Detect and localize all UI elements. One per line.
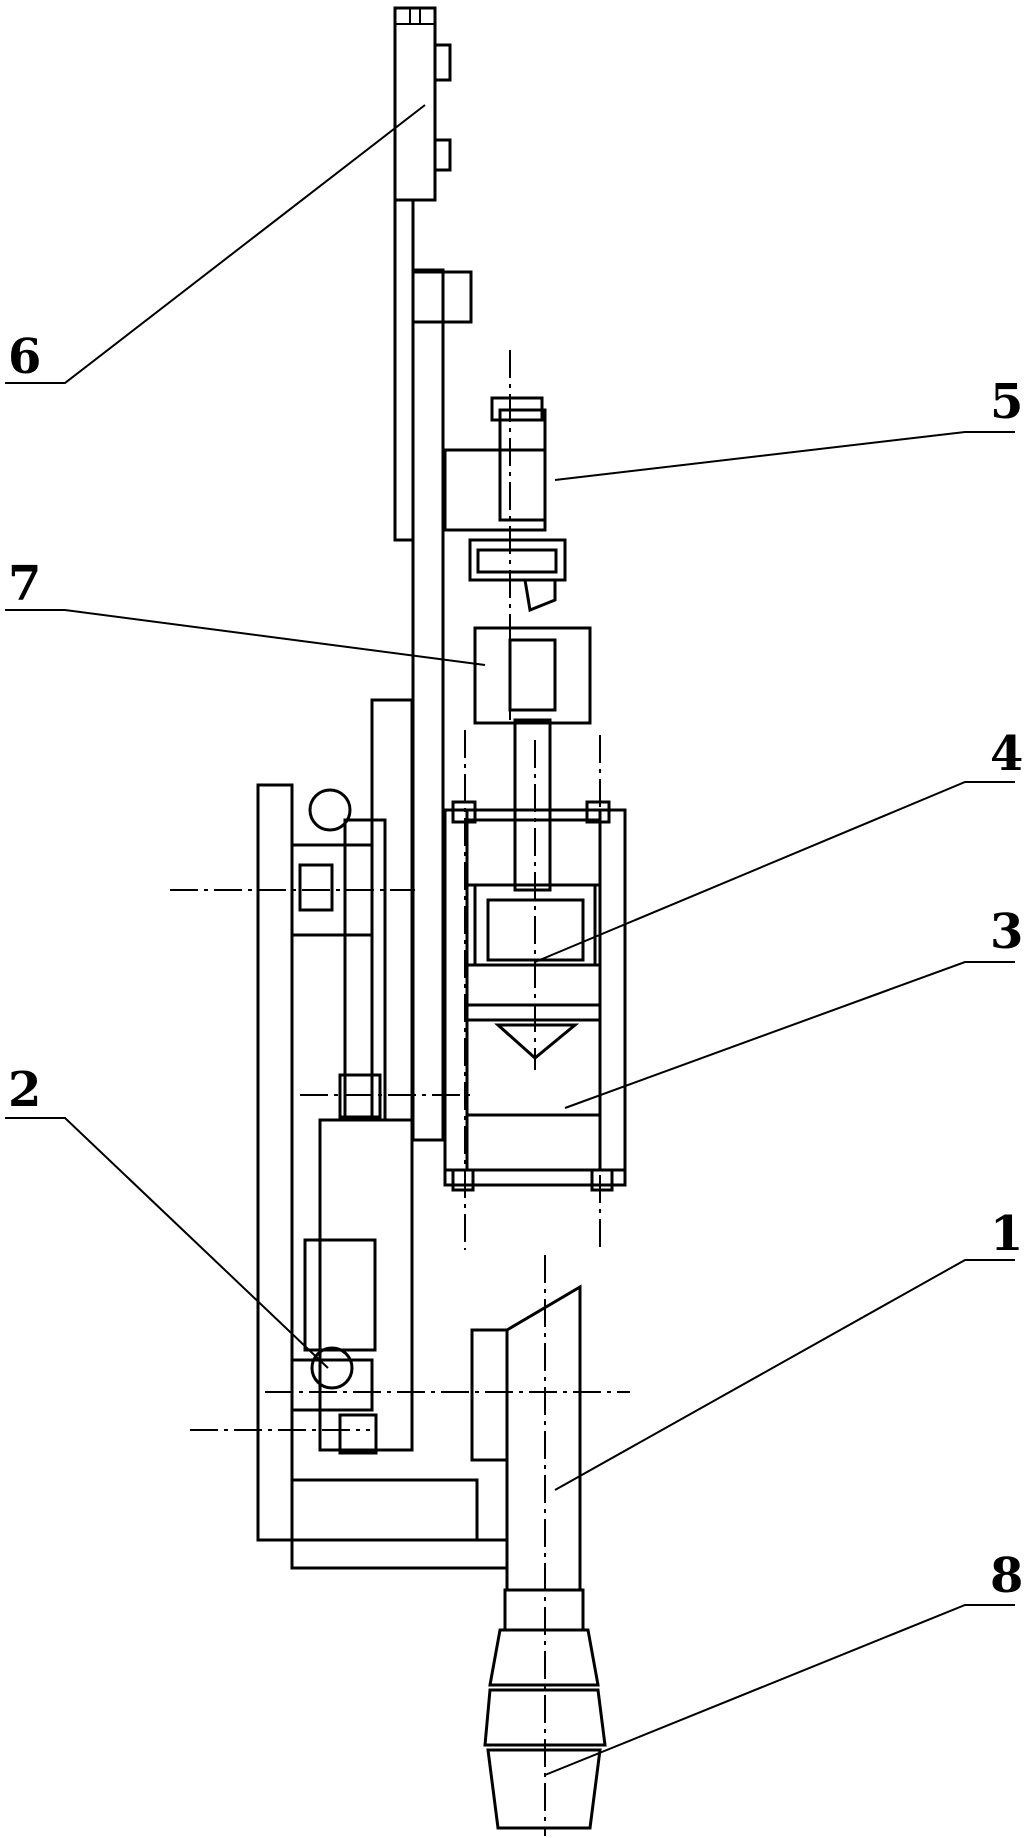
main-plate: [411, 268, 473, 1142]
tube-and-nozzle: [470, 1284, 607, 1830]
leader-lines: [5, 104, 1015, 1776]
left-frame: [256, 698, 509, 1570]
label-3: 3: [990, 904, 1023, 960]
top-bracket: [393, 6, 452, 542]
centerlines: [170, 350, 630, 1836]
label-6: 6: [8, 329, 41, 385]
label-7: 7: [8, 556, 41, 612]
label-1: 1: [990, 1206, 1023, 1262]
label-4: 4: [990, 726, 1023, 782]
part-labels: 6 5 7 4 3 2 1 8: [8, 329, 1023, 1604]
cylinder-housing: [443, 396, 627, 1192]
label-5: 5: [990, 374, 1023, 430]
label-8: 8: [990, 1548, 1023, 1604]
label-2: 2: [8, 1062, 41, 1118]
